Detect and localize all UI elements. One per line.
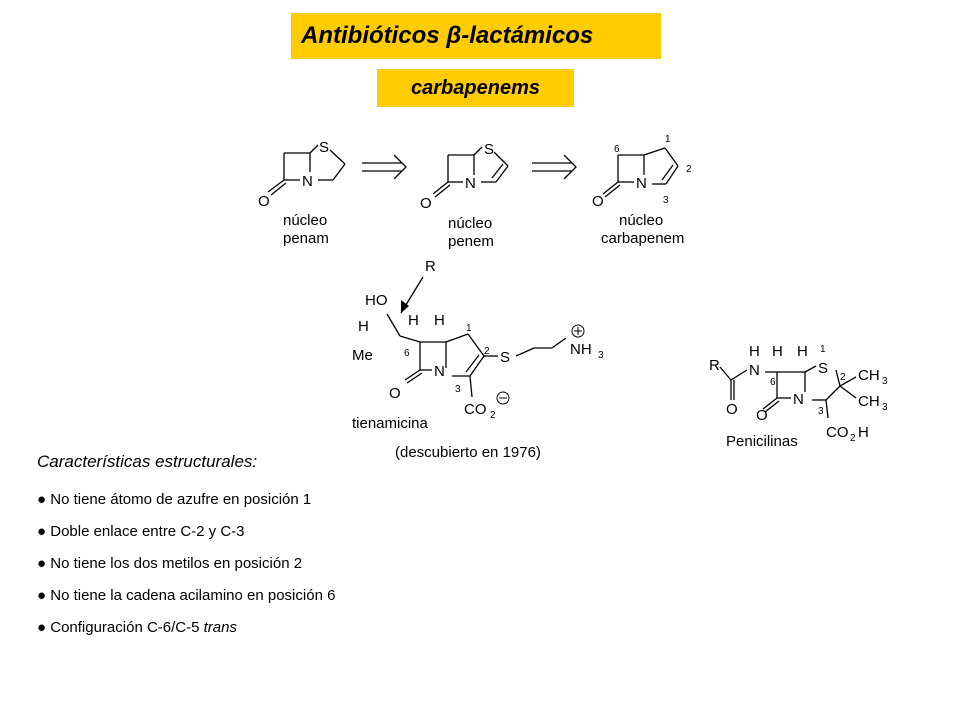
carbapenem-label-1: núcleo	[619, 212, 663, 229]
carbapenem-n-atom: N	[636, 175, 647, 192]
penicillin-structure	[719, 365, 857, 419]
penicillin-co-subscript: 2	[850, 433, 856, 444]
carbapenem-structure	[602, 147, 679, 198]
co-label: CO	[464, 401, 487, 418]
penam-o-atom: O	[258, 193, 270, 210]
n-atom: N	[434, 363, 445, 380]
penam-label-2: penam	[283, 230, 329, 247]
carbapenem-position-3: 3	[663, 195, 669, 206]
thienamycin-structure	[386, 276, 567, 398]
penicillin-n-atom: N	[749, 362, 760, 379]
penem-label-2: penem	[448, 233, 494, 250]
thienamycin-position-6: 6	[404, 348, 410, 359]
s-atom: S	[500, 349, 510, 366]
thienamycin-position-2: 2	[484, 346, 490, 357]
penicillin-h-label: H	[749, 343, 760, 360]
thienamycin-name: tienamicina	[352, 415, 429, 432]
co-subscript: 2	[490, 410, 496, 421]
penicillin-ch-label: CH	[858, 393, 880, 410]
arrow-1	[362, 154, 407, 180]
penicillin-position-1: 1	[820, 344, 826, 355]
nh-label: NH	[570, 341, 592, 358]
features-title: Características estructurales:	[37, 452, 258, 471]
penicillin-o-atom: O	[756, 407, 768, 424]
penicillin-position-2: 2	[840, 372, 846, 383]
penicillin-n-atom: N	[793, 391, 804, 408]
penam-s-atom: S	[319, 139, 329, 156]
penicillin-o-atom: O	[726, 401, 738, 418]
penicillin-r-label: R	[709, 357, 720, 374]
feature-item: ● Configuración C-6/C-5 trans	[37, 619, 237, 636]
title-banner: Antibióticos β-lactámicos	[291, 13, 661, 59]
penem-structure	[432, 146, 509, 198]
features-list: ● No tiene átomo de azufre en posición 1…	[37, 489, 335, 649]
carbapenem-position-6: 6	[614, 144, 620, 155]
carbapenem-position-1: 1	[665, 134, 671, 145]
positive-charge-icon	[571, 324, 585, 338]
penem-label-1: núcleo	[448, 215, 492, 232]
h-label: H	[358, 318, 369, 335]
penem-n-atom: N	[465, 175, 476, 192]
penicillin-s-atom: S	[818, 360, 828, 377]
penam-n-atom: N	[302, 173, 313, 190]
carbapenem-position-2: 2	[686, 164, 692, 175]
penicillin-position-6: 6	[770, 377, 776, 388]
me-label: Me	[352, 347, 373, 364]
h-label: H	[408, 312, 419, 329]
arrow-2	[532, 154, 577, 180]
feature-item: ● No tiene los dos metilos en posición 2	[37, 555, 303, 572]
penam-structure	[267, 144, 346, 196]
feature-item: ● No tiene átomo de azufre en posición 1	[37, 491, 312, 508]
nh-subscript: 3	[598, 350, 604, 361]
page-subtitle: carbapenems	[411, 76, 540, 99]
ho-label: HO	[365, 292, 388, 309]
penicillin-name: Penicilinas	[726, 433, 798, 450]
penicillin-ch-subscript: 3	[882, 402, 888, 413]
feature-item: ● Doble enlace entre C-2 y C-3	[37, 523, 245, 540]
page-title: Antibióticos β-lactámicos	[301, 22, 594, 49]
negative-charge-icon	[496, 391, 510, 405]
h-label: H	[434, 312, 445, 329]
o-atom: O	[389, 385, 401, 402]
penem-s-atom: S	[484, 141, 494, 158]
carbapenem-label-2: carbapenem	[601, 230, 684, 247]
r-label: R	[425, 258, 436, 275]
penicillin-position-3: 3	[818, 406, 824, 417]
subtitle-banner: carbapenems	[377, 69, 574, 107]
penam-label-1: núcleo	[283, 212, 327, 229]
penicillin-ch-label: CH	[858, 367, 880, 384]
penicillin-ch-subscript: 3	[882, 376, 888, 387]
penicillin-co-label: CO	[826, 424, 849, 441]
discovered-note: (descubierto en 1976)	[395, 444, 541, 461]
penicillin-h-label: H	[797, 343, 808, 360]
carbapenem-o-atom: O	[592, 193, 604, 210]
thienamycin-position-1: 1	[466, 323, 472, 334]
thienamycin-position-3: 3	[455, 384, 461, 395]
penicillin-co-h: H	[858, 424, 869, 441]
penem-o-atom: O	[420, 195, 432, 212]
penicillin-h-label: H	[772, 343, 783, 360]
feature-item: ● No tiene la cadena acilamino en posici…	[37, 587, 336, 604]
r-arrow-head	[401, 300, 409, 313]
